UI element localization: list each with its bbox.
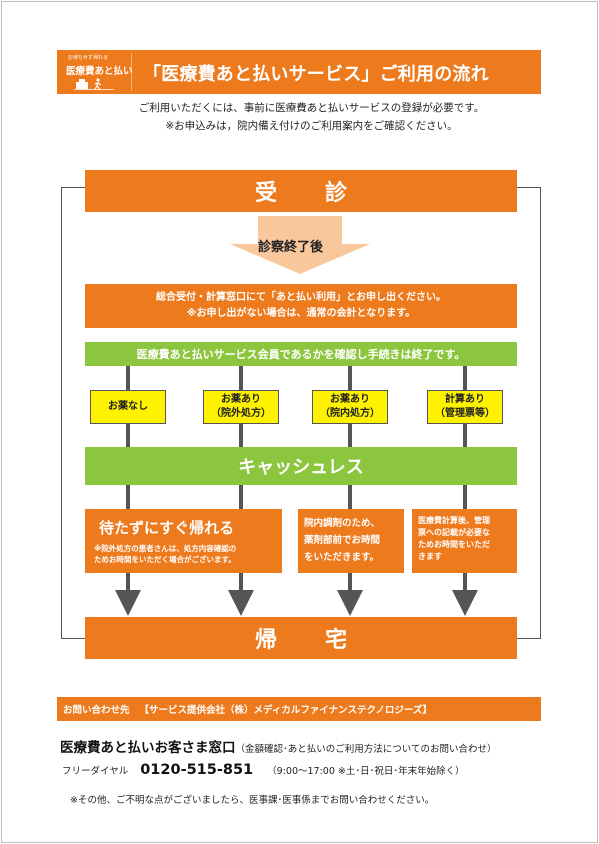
result-note: ※院外処方の患者さんは、処方内容確認の ためお時間をいただく場合がございます。	[94, 543, 236, 565]
case-label: お薬あり	[330, 394, 370, 405]
contact-label: お問い合わせ先	[63, 705, 130, 716]
step-go-home: 帰宅	[85, 617, 517, 659]
case-label: 計算あり	[445, 394, 485, 405]
result-line: きます	[418, 552, 442, 561]
service-logo: お待ちせず帰れる 医療費あと払い	[60, 53, 133, 91]
intro-text: ご利用いただくには、事前に医療費あと払いサービスの登録が必要です。	[138, 102, 485, 114]
phone-hours: （9:00～17:00 ※土･日･祝日･年末年始除く）	[267, 766, 465, 777]
result-go-home-now: 待たずにすぐ帰れる ※院外処方の患者さんは、処方内容確認の ためお時間をいただく…	[85, 509, 282, 573]
arrow-down-icon	[452, 590, 478, 616]
arrow-down-icon	[115, 590, 141, 616]
result-note-line: ※院外処方の患者さんは、処方内容確認の	[94, 544, 237, 553]
reception-instruction: 総合受付・計算窓口にて「あと払い利用」とお申し出ください。	[156, 292, 446, 303]
case-billing-required: 計算あり （管理票等）	[427, 390, 503, 424]
case-sublabel: （管理票等）	[435, 408, 495, 419]
phone-info: フリーダイヤル 0120-515-851 （9:00～17:00 ※土･日･祝日…	[62, 762, 465, 778]
case-label: お薬あり	[221, 394, 261, 405]
result-billing-wait: 医療費計算後、管理 票への記載が必要な ためお時間をいただ きます	[412, 509, 517, 573]
phone-label: フリーダイヤル	[62, 766, 129, 777]
person-walking-icon	[74, 78, 114, 90]
arrow-down-icon	[228, 590, 254, 616]
result-line: をいただきます。	[304, 552, 380, 563]
title-banner: お待ちせず帰れる 医療費あと払い 「医療費あと払いサービス」ご利用の流れ	[57, 50, 541, 94]
result-note-line: ためお時間をいただく場合がございます。	[94, 555, 236, 564]
cashless-bar: キャッシュレス	[85, 447, 517, 485]
logo-text: 医療費あと払い	[66, 66, 133, 77]
reception-step: 総合受付・計算窓口にて「あと払い利用」とお申し出ください。 ※お申し出がない場合…	[85, 284, 517, 328]
result-pharmacy-wait: 院内調剤のため、 薬剤部前でお時間 をいただきます。	[298, 509, 404, 573]
result-line: 票への記載が必要な	[418, 528, 490, 537]
case-no-medicine: お薬なし	[90, 390, 166, 424]
page-title: 「医療費あと払いサービス」ご利用の流れ	[143, 64, 489, 85]
result-line: 院内調剤のため、	[304, 518, 381, 529]
case-inside-prescription: お薬あり （院内処方）	[312, 390, 388, 424]
result-line: 医療費計算後、管理	[418, 516, 490, 525]
step-consultation: 受診	[85, 170, 517, 212]
after-exam-label: 診察終了後	[258, 240, 324, 255]
result-line: ためお時間をいただ	[418, 540, 490, 549]
arrow-down-icon	[337, 590, 363, 616]
customer-desk: 医療費あと払いお客さま窓口（金額確認･あと払いのご利用方法についてのお問い合わせ…	[60, 736, 496, 756]
intro-note: ※お申込みは，院内備え付けのご利用案内をご確認ください。	[165, 120, 458, 132]
contact-company: 【サービス提供会社（株）メディカルファイナンステクノロジーズ】	[139, 705, 432, 716]
desk-note: （金額確認･あと払いのご利用方法についてのお問い合わせ）	[235, 744, 497, 755]
footer-note: ※その他、ご不明な点がございましたら、医事課･医事係までお問い合わせください。	[70, 795, 435, 806]
case-sublabel: （院内処方）	[320, 408, 380, 419]
down-arrow-icon	[230, 216, 370, 274]
case-outside-prescription: お薬あり （院外処方）	[203, 390, 279, 424]
logo-tagline: お待ちせず帰れる	[68, 55, 109, 61]
case-sublabel: （院外処方）	[211, 408, 271, 419]
contact-banner: お問い合わせ先 【サービス提供会社（株）メディカルファイナンステクノロジーズ】	[57, 697, 541, 721]
reception-note: ※お申し出がない場合は、通常の会計となります。	[186, 308, 416, 319]
flow-loop-left	[61, 187, 85, 639]
flow-loop-right	[517, 187, 541, 639]
phone-number[interactable]: 0120-515-851	[140, 762, 254, 778]
member-check-step: 医療費あと払いサービス会員であるかを確認し手続きは終了です。	[85, 342, 517, 366]
desk-name: 医療費あと払いお客さま窓口	[60, 740, 236, 756]
case-label: お薬なし	[108, 401, 148, 412]
result-line: 薬剤部前でお時間	[304, 535, 381, 546]
result-title: 待たずにすぐ帰れる	[99, 519, 235, 537]
